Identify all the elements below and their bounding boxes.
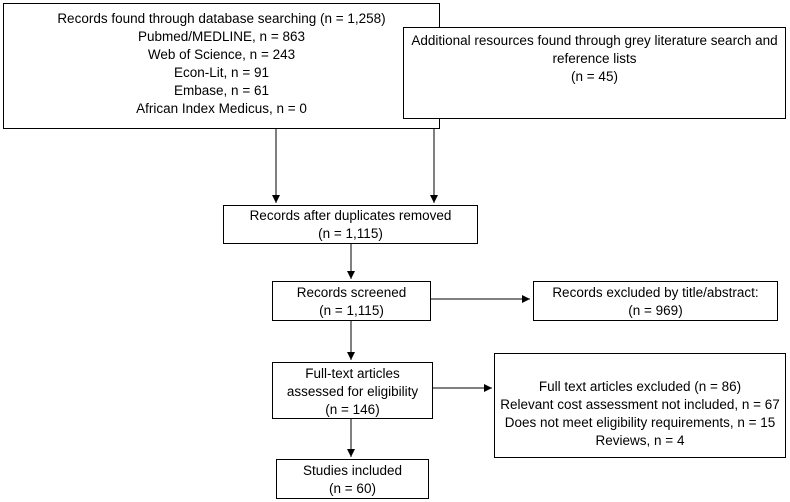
additional-resources-line-1: Additional resources found through grey …	[411, 33, 778, 48]
source-embase: Embase, n = 61	[174, 83, 269, 98]
excluded-title-abstract-count: (n = 969)	[628, 303, 683, 318]
excluded-reason-eligibility: Does not meet eligibility requirements, …	[504, 415, 776, 430]
excluded-title-abstract-label: Records excluded by title/abstract:	[552, 285, 759, 300]
additional-resources-line-2: reference lists	[552, 51, 637, 66]
excluded-reason-cost: Relevant cost assessment not included, n…	[500, 397, 780, 412]
studies-included-count: (n = 60)	[329, 481, 376, 496]
additional-resources-box: Additional resources found through grey …	[403, 27, 786, 119]
screened-label: Records screened	[296, 285, 407, 300]
full-text-assessed-box: Full-text articles assessed for eligibil…	[272, 362, 433, 419]
full-text-assessed-line-2: assessed for eligibility	[286, 384, 419, 399]
studies-included-label: Studies included	[302, 463, 403, 478]
source-econ-lit: Econ-Lit, n = 91	[174, 65, 269, 80]
source-pubmed: Pubmed/MEDLINE, n = 863	[138, 29, 305, 44]
full-text-assessed-line-1: Full-text articles	[305, 366, 400, 381]
additional-resources-count: (n = 45)	[571, 69, 618, 84]
source-african-index-medicus: African Index Medicus, n = 0	[136, 101, 307, 116]
database-search-box: Records found through database searching…	[3, 3, 440, 129]
after-duplicates-count: (n = 1,115)	[318, 226, 383, 241]
screened-box: Records screened (n = 1,115)	[272, 281, 431, 321]
full-text-excluded-box: Full text articles excluded (n = 86) Rel…	[494, 353, 786, 458]
excluded-reason-reviews: Reviews, n = 4	[595, 433, 685, 448]
database-search-heading: Records found through database searching…	[57, 11, 386, 26]
full-text-assessed-count: (n = 146)	[325, 402, 380, 417]
after-duplicates-label: Records after duplicates removed	[249, 208, 452, 223]
full-text-excluded-heading: Full text articles excluded (n = 86)	[538, 379, 742, 394]
after-duplicates-box: Records after duplicates removed (n = 1,…	[223, 205, 478, 244]
screened-count: (n = 1,115)	[319, 303, 384, 318]
source-web-of-science: Web of Science, n = 243	[147, 47, 296, 62]
studies-included-box: Studies included (n = 60)	[276, 459, 429, 499]
excluded-title-abstract-box: Records excluded by title/abstract: (n =…	[533, 281, 778, 321]
